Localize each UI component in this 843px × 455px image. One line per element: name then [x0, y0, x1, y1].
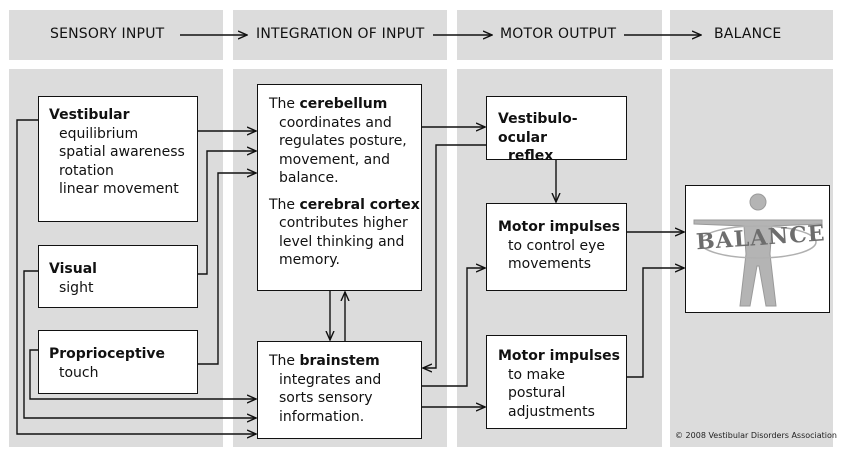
- cerebellum-line: regulates posture,: [279, 133, 407, 149]
- cerebellum-line: movement, and: [279, 151, 390, 168]
- vor-title: Vestibulo-ocular: [498, 111, 578, 146]
- motor-eye-title: Motor impulses: [498, 219, 620, 235]
- cortex-block: The cerebral cortex contributes higher l…: [269, 196, 421, 270]
- cortex-pre: The: [269, 196, 300, 213]
- vestibular-line: linear movement: [59, 181, 179, 197]
- box-proprioceptive: Proprioceptive touch: [38, 330, 198, 394]
- box-motor-impulses-postural: Motor impulses to make postural adjustme…: [486, 335, 627, 429]
- cerebellum-bold: cerebellum: [299, 96, 388, 112]
- proprioceptive-title: Proprioceptive: [49, 346, 166, 362]
- cerebellum-block: The cerebellum coordinates and regulates…: [269, 95, 421, 188]
- cortex-line: level thinking and: [279, 233, 405, 250]
- motor-post-title: Motor impulses: [498, 348, 620, 364]
- cortex-bold: cerebral cortex: [299, 196, 420, 213]
- motor-eye-line: movements: [508, 256, 592, 272]
- balance-figure-icon: [693, 193, 823, 307]
- cerebellum-line: balance.: [279, 170, 339, 186]
- arrow-motor-postural-to-balance: [627, 268, 684, 378]
- header-sensory-input: SENSORY INPUT: [50, 26, 165, 42]
- visual-title: Visual: [49, 261, 97, 277]
- header-balance: BALANCE: [714, 26, 782, 42]
- vor-title-2: reflex: [508, 148, 554, 164]
- arrow-visual-to-cerebellum: [198, 151, 256, 275]
- copyright-text: © 2008 Vestibular Disorders Association: [675, 431, 837, 440]
- arrow-visual-to-brainstem: [23, 270, 256, 418]
- arrow-vor-to-brainstem: [423, 144, 486, 368]
- brainstem-line: integrates and: [279, 371, 382, 388]
- brainstem-line: information.: [279, 408, 365, 425]
- header-integration-of-input: INTEGRATION OF INPUT: [256, 26, 425, 42]
- brainstem-bold: brainstem: [299, 353, 380, 369]
- vestibular-line: equilibrium: [59, 125, 139, 142]
- brainstem-pre: The: [269, 353, 300, 369]
- motor-post-line: postural: [508, 385, 566, 401]
- motor-post-line: to make: [508, 366, 565, 383]
- box-balance: BALANCE: [685, 185, 830, 313]
- vestibular-line: rotation: [59, 162, 114, 179]
- brainstem-line: sorts sensory: [279, 390, 373, 406]
- motor-post-line: adjustments: [508, 403, 595, 420]
- box-vestibulo-ocular-reflex: Vestibulo-ocular reflex: [486, 96, 627, 164]
- box-motor-impulses-eye: Motor impulses to control eye movements: [486, 203, 627, 291]
- proprioceptive-line: touch: [59, 364, 99, 381]
- cortex-line: memory.: [279, 252, 340, 268]
- cortex-line: contributes higher: [279, 215, 408, 231]
- arrow-brainstem-to-motor-eye: [422, 268, 485, 387]
- header-motor-output: MOTOR OUTPUT: [500, 26, 617, 42]
- box-vestibular: Vestibular equilibrium spatial awareness…: [38, 96, 198, 222]
- cerebellum-pre: The: [269, 96, 300, 112]
- box-cerebellum-cortex: The cerebellum coordinates and regulates…: [257, 84, 422, 291]
- box-visual: Visual sight: [38, 245, 198, 308]
- vestibular-title: Vestibular: [49, 107, 130, 123]
- arrow-proprio-to-brainstem: [29, 349, 256, 399]
- motor-eye-line: to control eye: [508, 237, 605, 254]
- arrow-proprio-to-cerebellum: [198, 173, 256, 365]
- cerebellum-line: coordinates and: [279, 114, 392, 131]
- header-band-integration: [233, 10, 447, 60]
- box-brainstem: The brainstem integrates and sorts senso…: [257, 341, 422, 439]
- arrow-vestibular-to-brainstem: [16, 119, 256, 434]
- visual-line: sight: [59, 279, 94, 296]
- vestibular-line: spatial awareness: [59, 144, 185, 160]
